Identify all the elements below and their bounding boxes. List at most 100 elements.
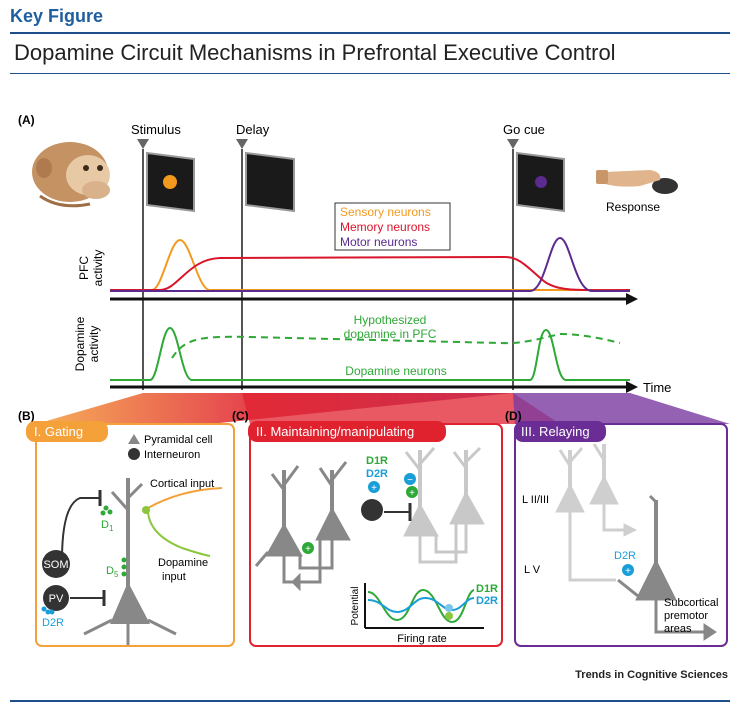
legend-sensory: Sensory neurons	[340, 205, 431, 219]
dopamine-terminal	[142, 506, 150, 514]
delay-screen	[245, 151, 295, 213]
firing-rate-label: Firing rate	[397, 633, 447, 645]
d5-receptor-dots	[121, 557, 127, 577]
d1r-plus-badge-2	[406, 486, 418, 498]
som-axon	[61, 497, 100, 561]
motor-trace	[110, 236, 630, 292]
c-d1r-label: D1R	[366, 455, 388, 467]
gating-title: I. Gating	[34, 424, 83, 439]
d2r-plus-badge	[368, 481, 380, 493]
layer-5-pyramidal-cell	[617, 494, 717, 641]
d1r-state-ball	[445, 612, 453, 620]
maintain-tab	[248, 421, 446, 442]
plus-symbol-1: +	[305, 544, 311, 555]
target-label-line1: Subcortical	[664, 597, 718, 609]
panel-d-letter: (D)	[505, 409, 522, 423]
plus-symbol-2: +	[371, 483, 377, 494]
d1-label: D1	[101, 519, 114, 533]
dopamine-label-line1: Dopamine	[73, 316, 87, 371]
d-d2r-plus-badge	[622, 564, 634, 576]
c-interneuron	[361, 499, 383, 521]
pfc-label-line2: activity	[91, 250, 105, 287]
go-cue-label: Go cue	[503, 122, 545, 137]
stimulus-label: Stimulus	[131, 122, 181, 137]
pfc-label-line1: PFC	[77, 256, 91, 280]
d1-receptor-dots	[100, 505, 113, 516]
key-figure-label: Key Figure	[10, 6, 104, 26]
pyramidal-cell	[83, 478, 177, 645]
plus-symbol-3: +	[409, 488, 415, 499]
target-label-line3: areas	[664, 623, 692, 635]
figure-title: Dopamine Circuit Mechanisms in Prefronta…	[14, 40, 616, 65]
cortical-input-axon	[147, 487, 223, 509]
legend-interneuron: Interneuron	[144, 449, 200, 461]
legend-memory: Memory neurons	[340, 220, 430, 234]
delay-label: Delay	[236, 122, 270, 137]
d2r-landscape-curve	[367, 596, 475, 614]
dopamine-neurons-label: Dopamine neurons	[345, 364, 446, 378]
title-rule	[10, 73, 730, 74]
som-label: SOM	[43, 559, 68, 571]
plus-symbol-4: +	[625, 566, 631, 577]
gating-tab	[26, 421, 108, 442]
dopamine-label-line2: activity	[87, 326, 101, 363]
delay-marker	[236, 139, 248, 390]
stimulus-screen	[146, 151, 195, 213]
d2r-state-ball	[445, 604, 453, 612]
maintain-title: II. Maintaining/manipulating	[256, 424, 414, 439]
som-interneuron	[42, 550, 70, 578]
d5-label: D5	[106, 565, 119, 579]
panel-b-frame	[35, 423, 235, 647]
go-cue-screen	[516, 151, 565, 213]
dopamine-input-label-line1: Dopamine	[158, 557, 208, 569]
pv-d2r-dots	[41, 606, 55, 615]
response-hand-icon	[596, 170, 678, 194]
top-rule	[10, 32, 730, 34]
pfc-axis-arrow	[626, 293, 638, 305]
maintain-funnel	[242, 393, 560, 424]
neuron-legend-box	[334, 202, 451, 251]
active-pyramidal-network	[254, 461, 351, 592]
panel-c-letter: (C)	[232, 409, 249, 423]
sensory-trace	[110, 238, 630, 291]
relay-tab	[514, 421, 606, 442]
d1r-landscape-curve	[367, 588, 475, 624]
dopamine-neuron-trace	[110, 326, 630, 381]
panel-d-frame	[514, 423, 728, 647]
relay-title: III. Relaying	[521, 424, 590, 439]
pv-label: PV	[49, 593, 64, 605]
minus-symbol: −	[407, 475, 413, 486]
inactive-pyramidal-network	[403, 446, 485, 564]
panel-a-letter: (A)	[18, 113, 35, 127]
d2r-minus-badge	[404, 473, 416, 485]
d-d2r-label: D2R	[614, 550, 636, 562]
pv-d2r-label: D2R	[42, 617, 64, 629]
bottom-rule	[10, 700, 730, 702]
hypothesized-label-line1: Hypothesized	[354, 313, 427, 327]
target-label-line2: premotor	[664, 610, 708, 622]
layer-23-pyramidal-cells	[555, 443, 638, 582]
d1r-plus-badge-1	[302, 542, 314, 554]
memory-trace	[110, 255, 631, 292]
legend-motor: Motor neurons	[340, 235, 417, 249]
hypothesized-label-line2: dopamine in PFC	[344, 327, 437, 341]
c-d2r-label: D2R	[366, 468, 388, 480]
stimulus-marker	[137, 139, 149, 390]
curve-d2r-label: D2R	[476, 595, 498, 607]
relay-funnel	[513, 393, 730, 424]
response-label: Response	[606, 200, 660, 214]
dopamine-input-axon	[147, 511, 211, 557]
layer-23-label: L II/III	[522, 494, 549, 506]
legend-pyramidal: Pyramidal cell	[144, 434, 212, 446]
hypothesized-dopamine-trace	[171, 332, 621, 359]
journal-credit: Trends in Cognitive Sciences	[575, 669, 728, 681]
pyramidal-legend-icon	[128, 434, 140, 444]
interneuron-legend-icon	[128, 448, 140, 460]
dopamine-input-label-line2: input	[162, 571, 186, 583]
layer-5-label: L V	[524, 564, 541, 576]
time-label: Time	[643, 380, 671, 395]
panel-b-letter: (B)	[18, 409, 35, 423]
pv-interneuron	[43, 585, 69, 611]
go-cue-marker	[507, 139, 519, 390]
